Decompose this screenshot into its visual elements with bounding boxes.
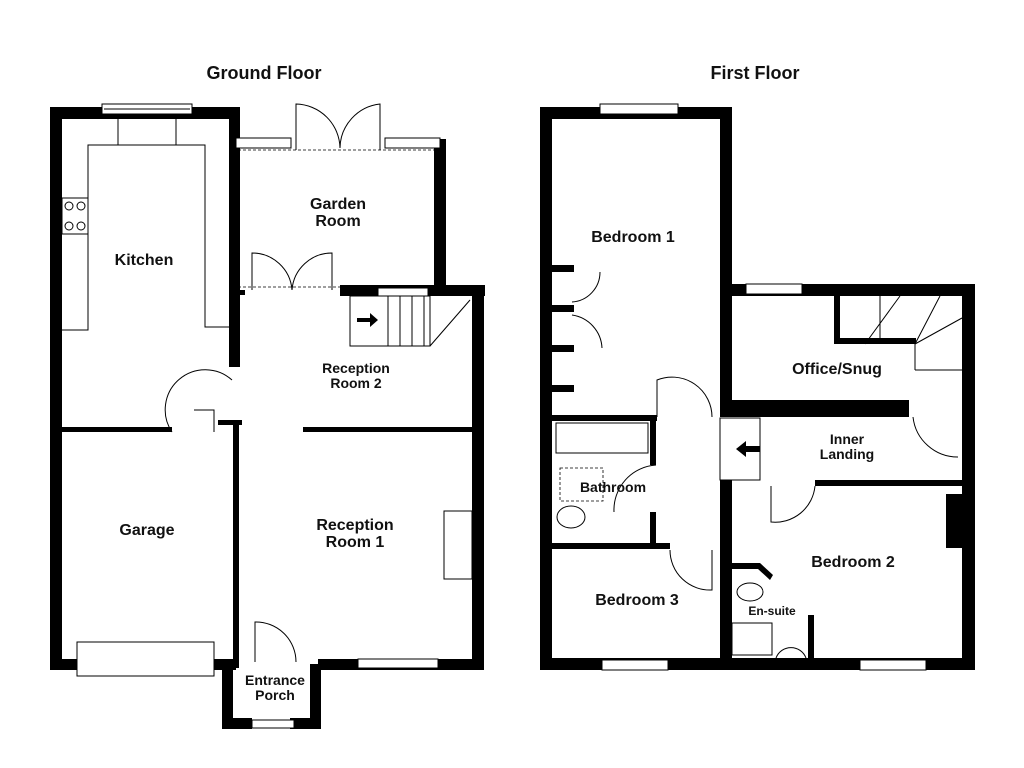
room-label-reception-room-1: Reception Room 1 (316, 517, 394, 551)
staircase (349, 295, 471, 347)
door-icon (571, 314, 603, 349)
hob-icon (61, 197, 89, 235)
ground-floor-plan (50, 103, 485, 729)
sink-icon (775, 647, 807, 659)
room-label-inner-landing: Inner Landing (819, 431, 875, 462)
arrow-left-icon (736, 441, 760, 457)
room-label-kitchen: Kitchen (114, 252, 174, 269)
fireplace (443, 510, 473, 580)
floor-title-ground: Ground Floor (206, 63, 322, 83)
room-label-bathroom: Bathroom (579, 479, 647, 495)
window (357, 658, 439, 669)
window (377, 287, 429, 297)
kitchen-worktop (62, 144, 229, 331)
garage-door (76, 641, 215, 677)
room-label-reception-room-2: Reception Room 2 (322, 360, 390, 391)
room-label-entrance-porch: Entrance Porch (245, 672, 305, 703)
first-floor-plan (540, 103, 975, 671)
room-label-bedroom-3: Bedroom 3 (595, 592, 679, 609)
door-icon (251, 252, 293, 291)
bath-icon (555, 422, 649, 454)
door-icon (254, 621, 297, 663)
door-icon (571, 271, 601, 303)
wall (229, 107, 240, 367)
sink-icon (117, 116, 177, 146)
staircase (864, 295, 963, 371)
door-icon (295, 103, 341, 150)
window (859, 659, 927, 671)
window (251, 719, 295, 729)
room-label-en-suite: En-suite (748, 604, 796, 618)
door-icon (339, 103, 381, 150)
door-icon (291, 252, 333, 291)
window (599, 103, 679, 115)
room-label-office-snug: Office/Snug (792, 361, 882, 378)
floor-title-first: First Floor (710, 63, 800, 83)
toilet-icon (556, 505, 586, 529)
door-icon (912, 416, 959, 458)
wall (434, 139, 446, 294)
window (745, 283, 803, 295)
sink-icon (559, 467, 604, 502)
wall (50, 107, 62, 670)
room-label-bedroom-2: Bedroom 2 (811, 554, 895, 571)
wall (472, 285, 484, 670)
window (235, 137, 292, 149)
room-label-garden-room: Garden Room (309, 196, 367, 230)
toilet-icon (736, 582, 764, 602)
shower-icon (731, 622, 773, 656)
arrow-right-icon (357, 313, 378, 327)
window (601, 659, 669, 671)
room-label-bedroom-1: Bedroom 1 (591, 229, 675, 246)
door-icon (613, 376, 713, 591)
door-icon (194, 409, 215, 432)
room-label-garage: Garage (119, 522, 175, 539)
window (384, 137, 441, 149)
door-icon (164, 369, 233, 433)
door-icon (770, 485, 816, 523)
